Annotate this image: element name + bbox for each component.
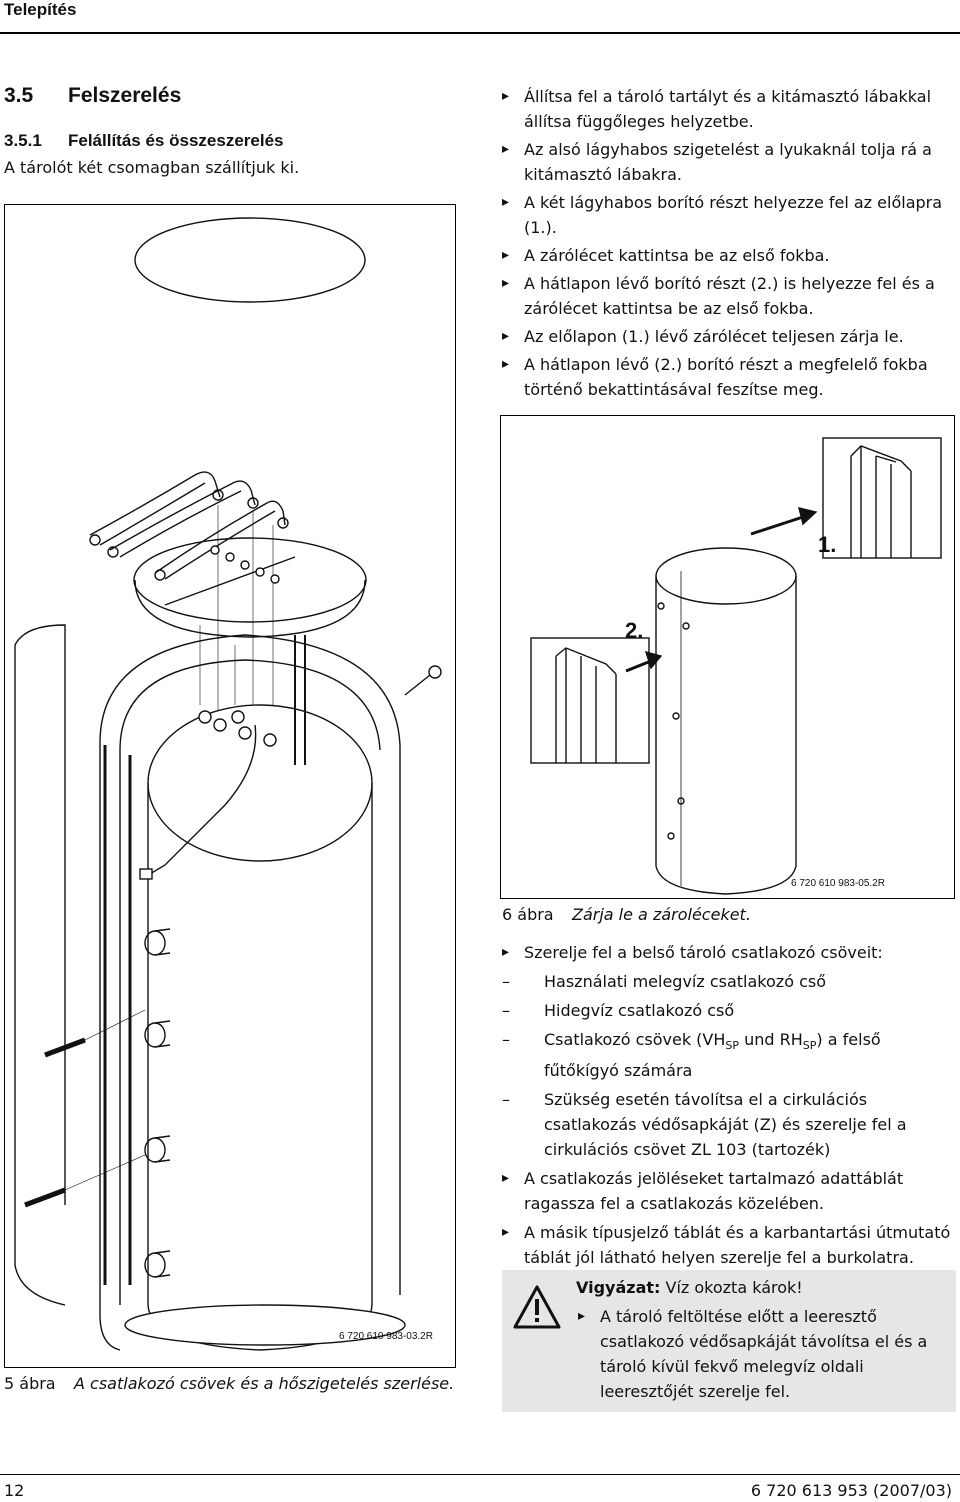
figure-6-caption-text: Zárja le a zároléceket. [572,905,751,924]
section-heading: 3.5 Felszerelés [4,84,181,108]
list-item: Szerelje fel a belső tároló csatlakozó c… [500,940,955,965]
page-header-title: Telepítés [4,0,77,19]
list-item-dash: Hidegvíz csatlakozó cső [500,998,955,1023]
dash3-part-c: ) a felső fűtőkígyó számára [544,1030,881,1081]
figure-5-illustration [14,217,442,1351]
list-item: A két lágyhabos borító részt helyezze fe… [500,190,955,240]
section-title: Felszerelés [68,84,182,107]
footer-rule [0,1474,960,1475]
subsection-heading: 3.5.1 Felállítás és összeszerelés [4,131,283,151]
subsection-number: 3.5.1 [4,131,42,150]
figure-6-label-2: 2. [625,618,644,643]
list-item: A másik típusjelző táblát és a karbantar… [500,1220,955,1270]
list-item: A hátlapon lévő borító részt (2.) is hel… [500,271,955,321]
list-item-dash: Szükség esetén távolítsa el a cirkuláció… [500,1087,955,1162]
list-item-dash: Használati melegvíz csatlakozó cső [500,969,955,994]
list-item: A zárólécet kattintsa be az első fokba. [500,243,955,268]
list-item: A tároló feltöltése előtt a leeresztő cs… [576,1304,946,1404]
section-number: 3.5 [4,84,34,107]
list-item: Állítsa fel a tároló tartályt és a kitám… [500,84,955,134]
assembly-steps-list: Állítsa fel a tároló tartályt és a kitám… [500,84,955,405]
figure-6-caption: 6 ábra Zárja le a zároléceket. [502,905,751,924]
warning-list: A tároló feltöltése előtt a leeresztő cs… [576,1304,946,1404]
warning-label: Vigyázat: [576,1278,661,1297]
warning-title: Vigyázat: Víz okozta károk! [576,1278,803,1297]
figure-6-ref: 6 720 610 983-05.2R [791,878,885,889]
figure-6-label-1: 1. [818,532,837,557]
document-number: 6 720 613 953 (2007/03) [750,1481,952,1500]
subsection-title: Felállítás és összeszerelés [68,131,284,150]
figure-5-ref: 6 720 610 983-03.2R [339,1331,433,1342]
figure-6-frame: 1. 2. 6 720 610 983-05.2R [500,415,955,899]
figure-5-caption: 5 ábra A csatlakozó csövek és a hőszigete… [4,1374,454,1393]
figure-5-caption-text: A csatlakozó csövek és a hőszigetelés sz… [74,1374,455,1393]
warning-text: Víz okozta károk! [660,1278,803,1297]
list-item: Az alsó lágyhabos szigetelést a lyukakná… [500,137,955,187]
warning-box: Vigyázat: Víz okozta károk! A tároló fel… [502,1270,956,1412]
page-number: 12 [4,1481,25,1500]
header-rule [0,32,960,34]
intro-text: A tárolót két csomagban szállítjuk ki. [4,158,300,177]
figure-5-frame: 6 720 610 983-03.2R [4,204,456,1368]
dash3-part-a: Csatlakozó csövek (VH [544,1030,726,1049]
figure-5-number: 5 ábra [4,1374,56,1393]
list-item: Az előlapon (1.) lévő zárólécet teljesen… [500,324,955,349]
figure-6-illustration [530,437,942,895]
warning-triangle-icon [513,1285,561,1329]
dash3-sub-1: SP [725,1039,740,1053]
list-item: A hátlapon lévő (2.) borító részt a megf… [500,352,955,402]
connection-steps-list: Szerelje fel a belső tároló csatlakozó c… [500,940,955,1274]
dash3-part-b: und RH [739,1030,803,1049]
dash3-sub-2: SP [802,1039,817,1053]
figure-6-number: 6 ábra [502,905,554,924]
list-item: A csatlakozás jelöléseket tartalmazó ada… [500,1166,955,1216]
list-item-dash: Csatlakozó csövek (VHSP und RHSP) a fels… [500,1027,955,1083]
